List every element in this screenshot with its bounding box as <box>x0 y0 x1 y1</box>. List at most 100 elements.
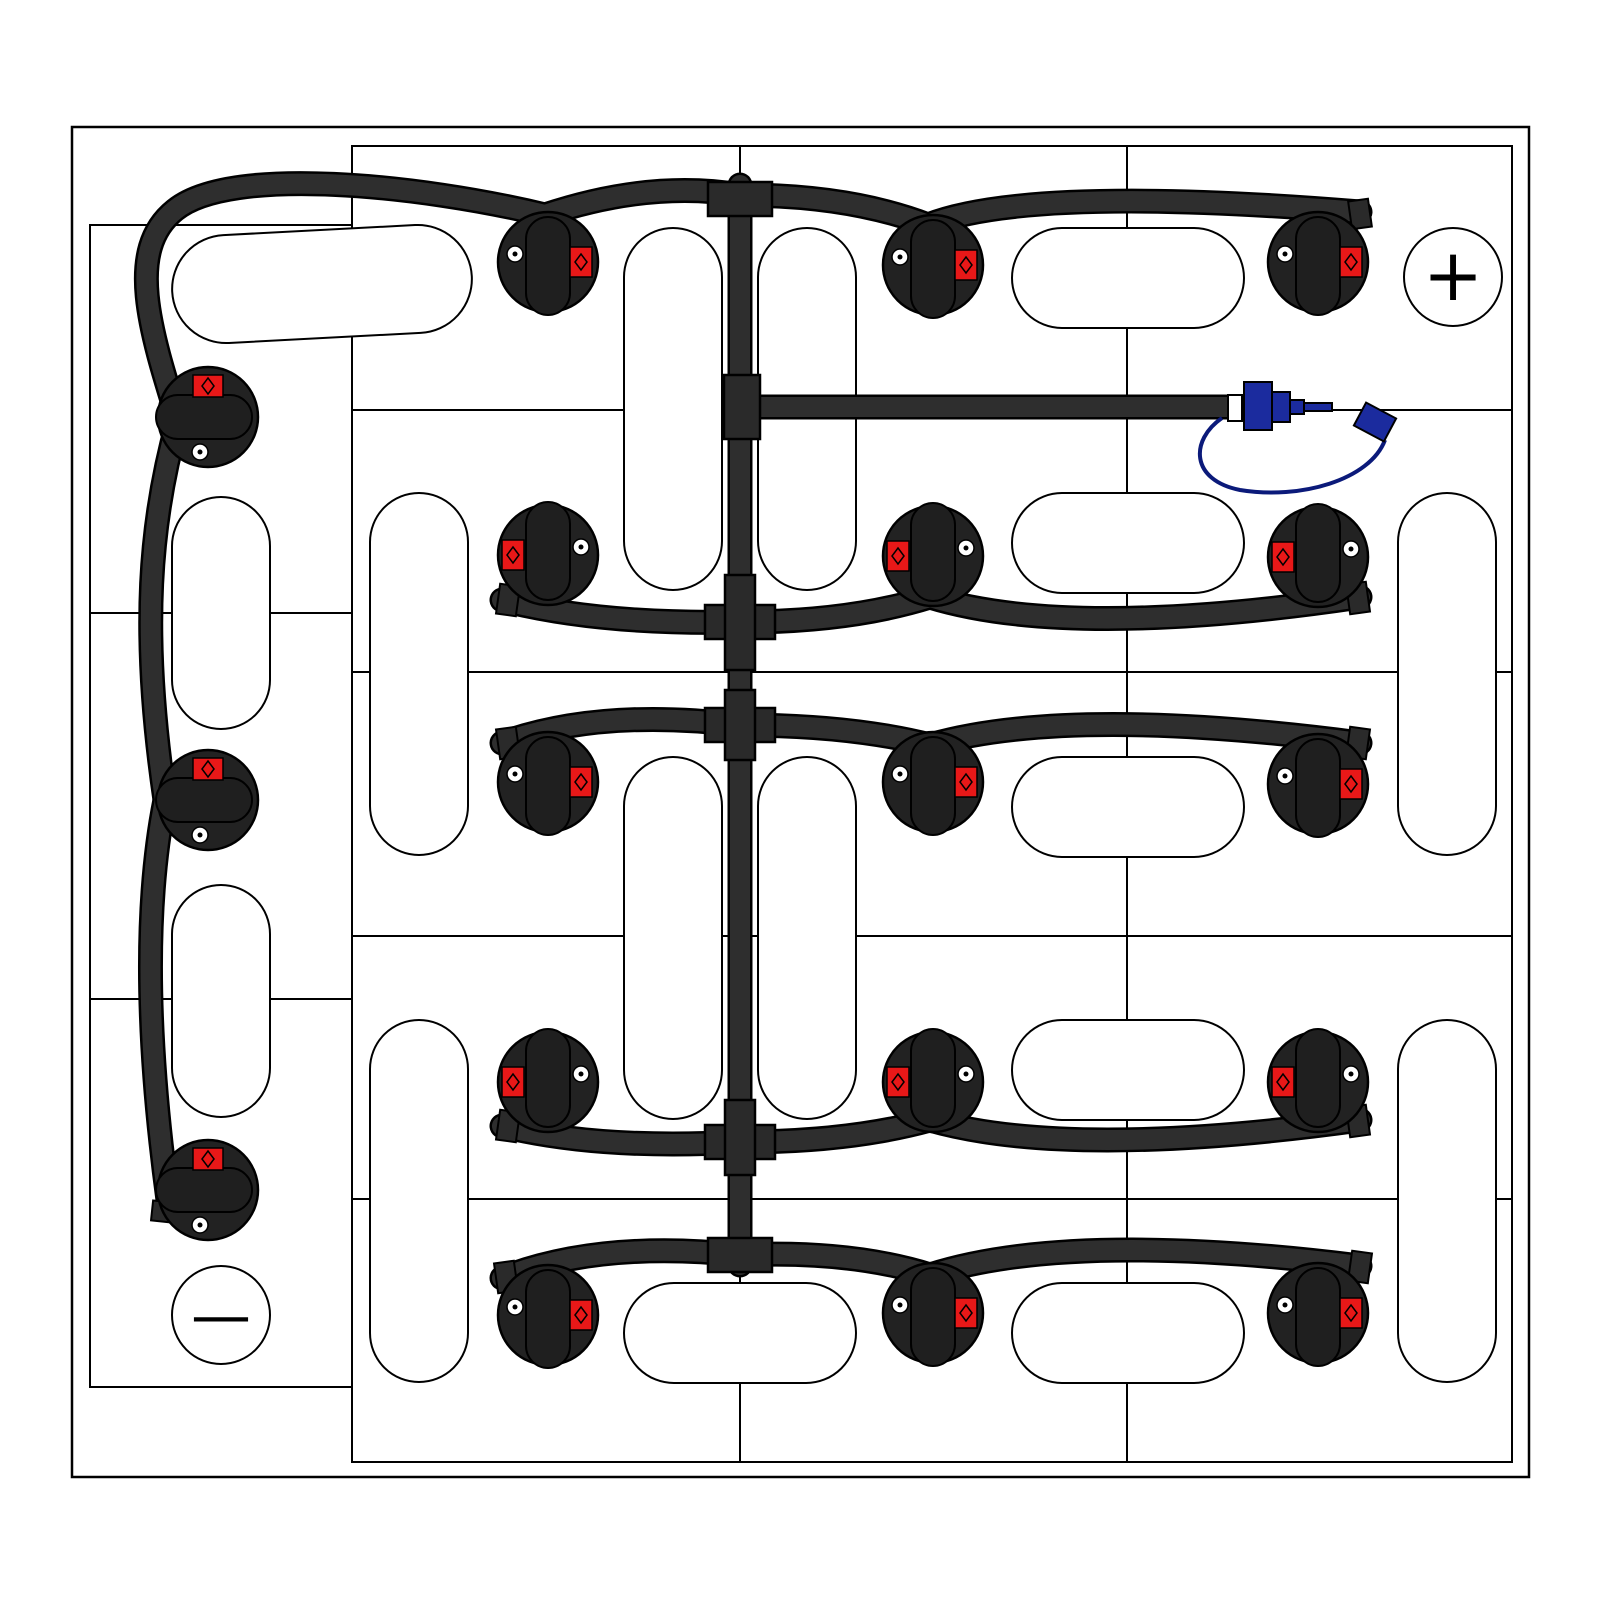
vent-slot <box>623 756 723 1120</box>
plug-float-body <box>525 501 571 601</box>
tee-connector-icon <box>723 688 757 762</box>
plug-float-body <box>525 216 571 316</box>
indicator-diamond <box>574 772 588 792</box>
plug-vent-center <box>1348 1071 1354 1077</box>
indicator-diamond <box>1276 1072 1290 1092</box>
plug-float-body <box>910 502 956 602</box>
vent-slot <box>1011 1019 1245 1121</box>
fill-coupling-hose <box>1197 416 1387 495</box>
plug-vent-center <box>197 832 203 838</box>
plug-vent-center <box>1348 546 1354 552</box>
fill-coupling <box>1197 381 1398 495</box>
plug-float-body <box>910 736 956 836</box>
vent-slot <box>1397 1019 1497 1383</box>
vent-slot <box>369 492 469 856</box>
vent-slot <box>623 1282 857 1384</box>
plug-vent-center <box>897 771 903 777</box>
indicator-diamond <box>574 252 588 272</box>
vent-slot <box>757 756 857 1120</box>
vent-slot <box>623 227 723 591</box>
indicator-diamond <box>506 545 520 565</box>
indicator-diamond <box>891 546 905 566</box>
float-indicator-icon <box>886 1066 910 1098</box>
watering-plug-icon <box>496 730 600 836</box>
indicator-diamond <box>201 1149 215 1169</box>
indicator-diamond <box>1276 547 1290 567</box>
plug-vent-center <box>1282 773 1288 779</box>
plug-float-body <box>1295 1267 1341 1367</box>
plug-float-body <box>910 1267 956 1367</box>
plug-float-body <box>525 1269 571 1369</box>
indicator-diamond <box>1344 1303 1358 1323</box>
plug-vent-center <box>512 771 518 777</box>
watering-plug-icon <box>155 365 260 469</box>
plug-float-body <box>525 736 571 836</box>
watering-plug-icon <box>1266 732 1370 838</box>
float-indicator-icon <box>954 766 978 798</box>
plug-vent-center <box>512 251 518 257</box>
vent-slots <box>171 223 1497 1384</box>
float-indicator-icon <box>1339 768 1363 800</box>
float-indicator-icon <box>192 1147 224 1171</box>
vent-slot <box>171 884 271 1118</box>
float-indicator-icon <box>569 1299 593 1331</box>
plug-vent-center <box>963 545 969 551</box>
watering-plug-icon <box>881 213 985 319</box>
watering-plug-icon <box>496 1028 600 1134</box>
watering-plugs <box>155 210 1370 1369</box>
indicator-diamond <box>891 1072 905 1092</box>
plug-float-body <box>1295 216 1341 316</box>
plug-float-body <box>155 777 253 823</box>
float-indicator-icon <box>1271 541 1295 573</box>
tee-connector-icon <box>723 1098 757 1177</box>
positive-terminal: + <box>1403 227 1503 327</box>
indicator-diamond <box>959 772 973 792</box>
indicator-diamond <box>506 1072 520 1092</box>
watering-plug-icon <box>155 748 260 852</box>
plug-vent-center <box>897 1302 903 1308</box>
vent-slot <box>1011 1282 1245 1384</box>
plug-vent-center <box>197 1222 203 1228</box>
vent-slot <box>1011 756 1245 858</box>
indicator-diamond <box>574 1305 588 1325</box>
plug-float-body <box>155 394 253 440</box>
indicator-diamond <box>959 1303 973 1323</box>
plug-float-body <box>155 1167 253 1213</box>
float-indicator-icon <box>1271 1066 1295 1098</box>
plug-float-body <box>1295 1028 1341 1128</box>
indicator-diamond <box>1344 252 1358 272</box>
plug-vent-center <box>578 1071 584 1077</box>
plug-vent-center <box>512 1304 518 1310</box>
watering-plug-icon <box>881 730 985 836</box>
tee-connectors <box>703 180 777 1274</box>
tee-connector-icon <box>706 180 774 218</box>
hose-end-cap <box>1347 197 1373 231</box>
indicator-diamond <box>201 759 215 779</box>
vent-slot <box>171 496 271 730</box>
watering-plug-icon <box>496 1263 600 1369</box>
watering-plug-icon <box>881 1028 985 1134</box>
watering-plug-icon <box>881 1261 985 1367</box>
watering-plug-icon <box>496 501 600 607</box>
positive-symbol: + <box>1423 233 1483 317</box>
negative-symbol: — <box>191 1281 251 1351</box>
indicator-diamond <box>201 376 215 396</box>
plug-float-body <box>525 1028 571 1128</box>
watering-plug-icon <box>1266 1028 1370 1134</box>
indicator-diamond <box>1344 774 1358 794</box>
float-indicator-icon <box>501 1066 525 1098</box>
float-indicator-icon <box>1339 246 1363 278</box>
plug-vent-center <box>578 544 584 550</box>
watering-plug-icon <box>1266 1261 1370 1367</box>
plug-float-body <box>1295 738 1341 838</box>
watering-plug-icon <box>1266 210 1370 316</box>
tee-connector-icon <box>722 373 762 441</box>
float-indicator-icon <box>1339 1297 1363 1329</box>
plug-float-body <box>910 219 956 319</box>
negative-terminal: — <box>171 1265 271 1365</box>
plug-float-body <box>1295 503 1341 603</box>
float-indicator-icon <box>569 246 593 278</box>
tee-connector-icon <box>723 573 757 672</box>
float-indicator-icon <box>569 766 593 798</box>
